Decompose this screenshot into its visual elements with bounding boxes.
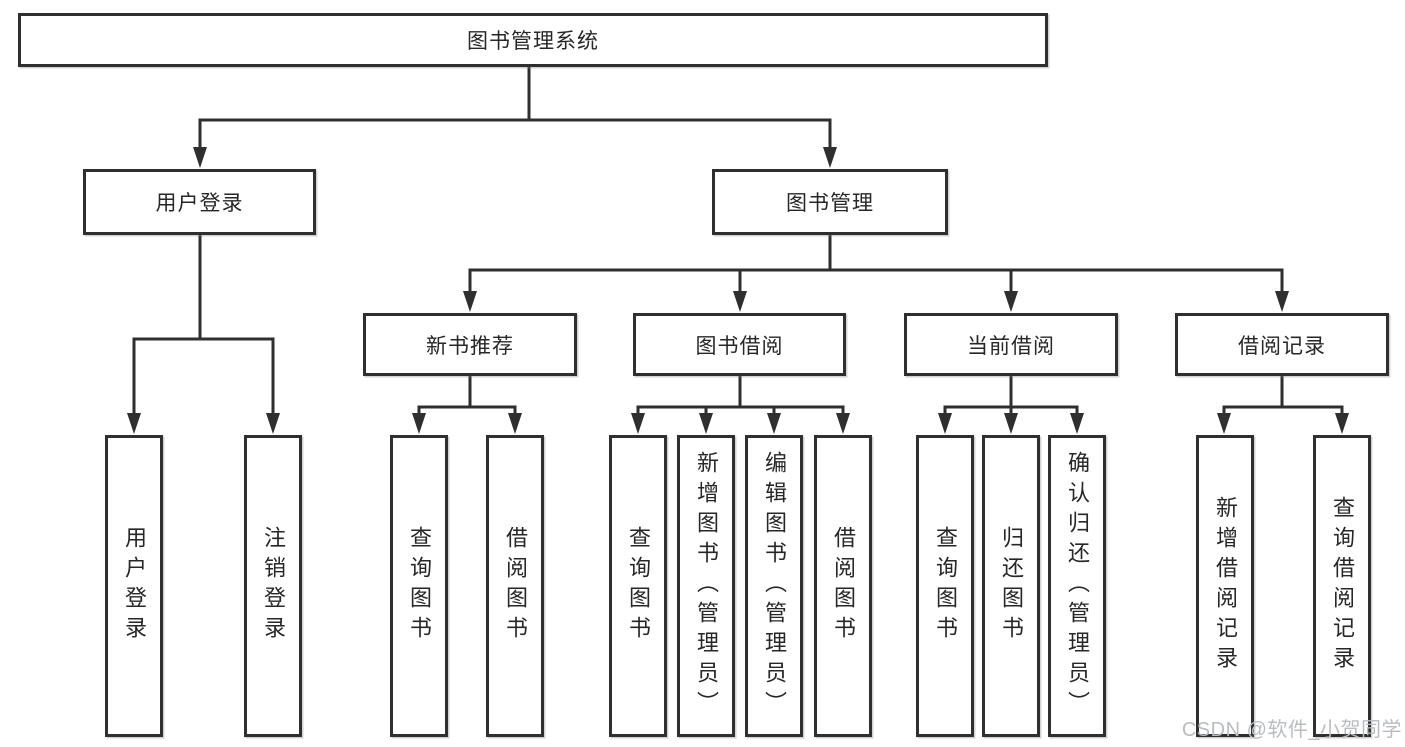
leaf-edit-book-admin-label: 编辑图书（管理员） xyxy=(762,451,787,721)
node-user-login-label: 用户登录 xyxy=(155,192,244,215)
leaf-add-book-admin: 新增图书（管理员） xyxy=(677,435,735,737)
node-user-login: 用户登录 xyxy=(83,169,316,235)
node-book-management: 图书管理 xyxy=(712,169,948,235)
leaf-user-login-label: 用户登录 xyxy=(122,526,147,646)
leaf-query-borrow-record-label: 查询借阅记录 xyxy=(1330,496,1355,676)
node-root: 图书管理系统 xyxy=(18,13,1048,67)
leaf-return-books-label: 归还图书 xyxy=(999,526,1024,646)
leaf-confirm-return-admin: 确认归还（管理员） xyxy=(1048,435,1106,737)
leaf-add-borrow-record: 新增借阅记录 xyxy=(1196,435,1254,737)
leaf-borrow-books-recommend: 借阅图书 xyxy=(486,435,544,737)
leaf-query-books-current: 查询图书 xyxy=(916,435,974,737)
leaf-query-borrow-record: 查询借阅记录 xyxy=(1313,435,1371,737)
leaf-return-books: 归还图书 xyxy=(982,435,1040,737)
node-new-book-recommend: 新书推荐 xyxy=(363,313,577,376)
leaf-confirm-return-admin-label: 确认归还（管理员） xyxy=(1065,451,1090,721)
node-new-book-recommend-label: 新书推荐 xyxy=(426,334,514,358)
leaf-user-login: 用户登录 xyxy=(105,435,163,737)
node-current-borrow-label: 当前借阅 xyxy=(967,334,1055,358)
leaf-borrow-books-borrow-label: 借阅图书 xyxy=(831,526,856,646)
leaf-logout-login: 注销登录 xyxy=(244,435,302,737)
watermark-text: CSDN @软件_小贺同学 xyxy=(1181,719,1402,741)
node-book-borrow-label: 图书借阅 xyxy=(695,334,784,358)
node-borrow-records: 借阅记录 xyxy=(1175,313,1389,376)
leaf-add-book-admin-label: 新增图书（管理员） xyxy=(694,451,719,721)
node-book-borrow: 图书借阅 xyxy=(633,313,846,376)
leaf-borrow-books-recommend-label: 借阅图书 xyxy=(503,526,528,646)
node-book-management-label: 图书管理 xyxy=(786,192,874,215)
leaf-logout-login-label: 注销登录 xyxy=(261,526,286,646)
leaf-query-books-current-label: 查询图书 xyxy=(933,526,958,646)
leaf-query-books-borrow: 查询图书 xyxy=(609,435,667,737)
node-root-label: 图书管理系统 xyxy=(467,30,599,53)
leaf-borrow-books-borrow: 借阅图书 xyxy=(814,435,872,737)
leaf-add-borrow-record-label: 新增借阅记录 xyxy=(1213,496,1238,676)
node-current-borrow: 当前借阅 xyxy=(904,313,1118,376)
leaf-query-books-recommend: 查询图书 xyxy=(390,435,448,737)
leaf-query-books-recommend-label: 查询图书 xyxy=(407,526,432,646)
leaf-edit-book-admin: 编辑图书（管理员） xyxy=(745,435,803,737)
node-borrow-records-label: 借阅记录 xyxy=(1238,334,1326,358)
leaf-query-books-borrow-label: 查询图书 xyxy=(626,526,651,646)
